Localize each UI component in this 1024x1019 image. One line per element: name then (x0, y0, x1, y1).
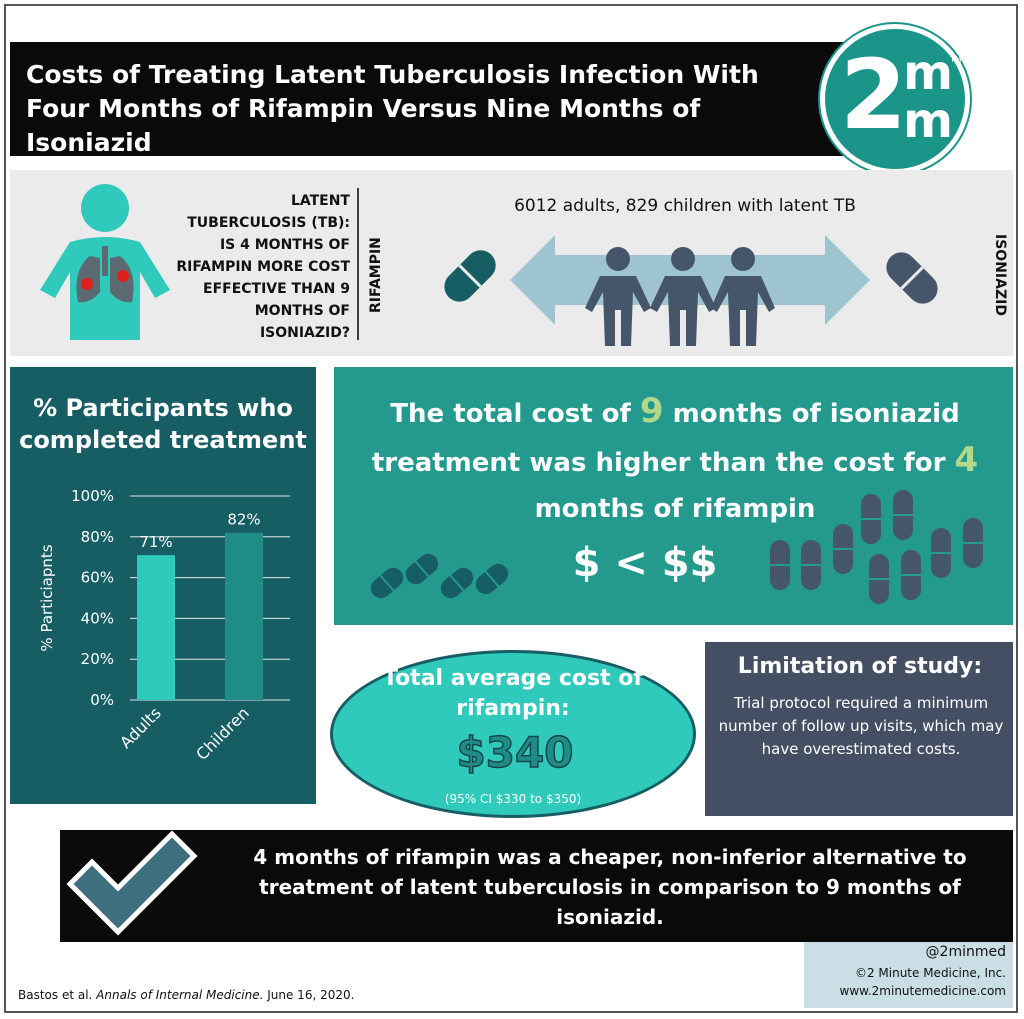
vertical-divider (357, 188, 359, 340)
limitation-panel (705, 642, 1013, 816)
category-label: Adults (116, 703, 165, 752)
logo-trademark: TM (950, 55, 962, 64)
logo-digit: 2 (840, 39, 907, 151)
logo-m-top: m (903, 45, 954, 101)
data-label: 71% (139, 533, 172, 551)
social-handle: @2minmed (925, 944, 1006, 960)
conclusion-bar (60, 830, 1013, 942)
average-cost-value: $340 (456, 727, 574, 778)
cost-statement: The total cost of 9 months of isoniazid … (370, 388, 980, 532)
isoniazid-pills-icon (770, 490, 983, 604)
cost-text-c: months of rifampin (534, 494, 816, 524)
completion-bar-chart: 0% 20% 40% 60% 80% 100% % Particiapnts 71% Adult… (38, 487, 290, 764)
checkmark-icon (66, 830, 198, 936)
conclusion-text: 4 months of rifampin was a cheaper, non-… (253, 845, 967, 929)
study-population: 6012 adults, 829 children with latent TB (514, 196, 856, 216)
limitation-title: Limitation of study: (737, 654, 983, 679)
rifampin-pill-icon (444, 250, 496, 302)
header-bar (10, 42, 935, 156)
cost-text-b: months of isoniazid treatment was higher… (371, 399, 960, 478)
isoniazid-pill-icon (886, 252, 938, 304)
cost-text-a: The total cost of (390, 399, 640, 429)
cost-comparison-symbol: $ < $$ (572, 540, 718, 586)
citation-journal: Annals of Internal Medicine. (96, 988, 264, 1002)
y-tick-label: 0% (90, 691, 114, 709)
citation-authors: Bastos et al. (18, 988, 97, 1002)
social-box (804, 942, 1013, 1008)
logo-m-bottom: m (903, 93, 954, 149)
isoniazid-label: ISONIAZID (992, 234, 1008, 316)
y-tick-label: 80% (81, 528, 114, 546)
y-tick-label: 20% (81, 650, 114, 668)
citation-date: June 16, 2020. (263, 988, 355, 1002)
rifampin-pills-icon (370, 553, 509, 599)
limitation-text: Trial protocol required a minimum number… (718, 694, 1004, 758)
patient-lungs-icon (40, 184, 170, 340)
website-link[interactable]: www.2minutemedicine.com (839, 984, 1007, 998)
bar-children (225, 532, 263, 700)
y-tick-label: 40% (81, 609, 114, 627)
page-title: Costs of Treating Latent Tuberculosis In… (26, 60, 759, 157)
cost-number-4: 4 (954, 440, 979, 480)
study-question: LATENT TUBERCULOSIS (TB): IS 4 MONTHS OF… (176, 193, 350, 341)
outer-border (4, 4, 1018, 1013)
y-tick-label: 100% (71, 487, 114, 505)
logo-circle (820, 24, 970, 174)
citation: Bastos et al. Annals of Internal Medicin… (18, 988, 518, 1002)
y-tick-label: 60% (81, 569, 114, 587)
average-cost-ci: (95% CI $330 to $350) (444, 792, 582, 806)
cost-number-9: 9 (639, 391, 664, 431)
copyright-text: ©2 Minute Medicine, Inc. (854, 966, 1006, 980)
bar-adults (137, 555, 175, 700)
average-cost-title: Total average cost of rifampin: (382, 666, 643, 721)
three-people-icon (585, 247, 775, 346)
data-label: 82% (227, 511, 260, 529)
category-label: Children (192, 703, 253, 764)
completion-chart-title: % Participants who completed treatment (19, 394, 307, 454)
rifampin-label: RIFAMPIN (368, 237, 384, 313)
y-axis-label: % Particiapnts (38, 544, 56, 651)
average-cost-ellipse (330, 650, 696, 818)
